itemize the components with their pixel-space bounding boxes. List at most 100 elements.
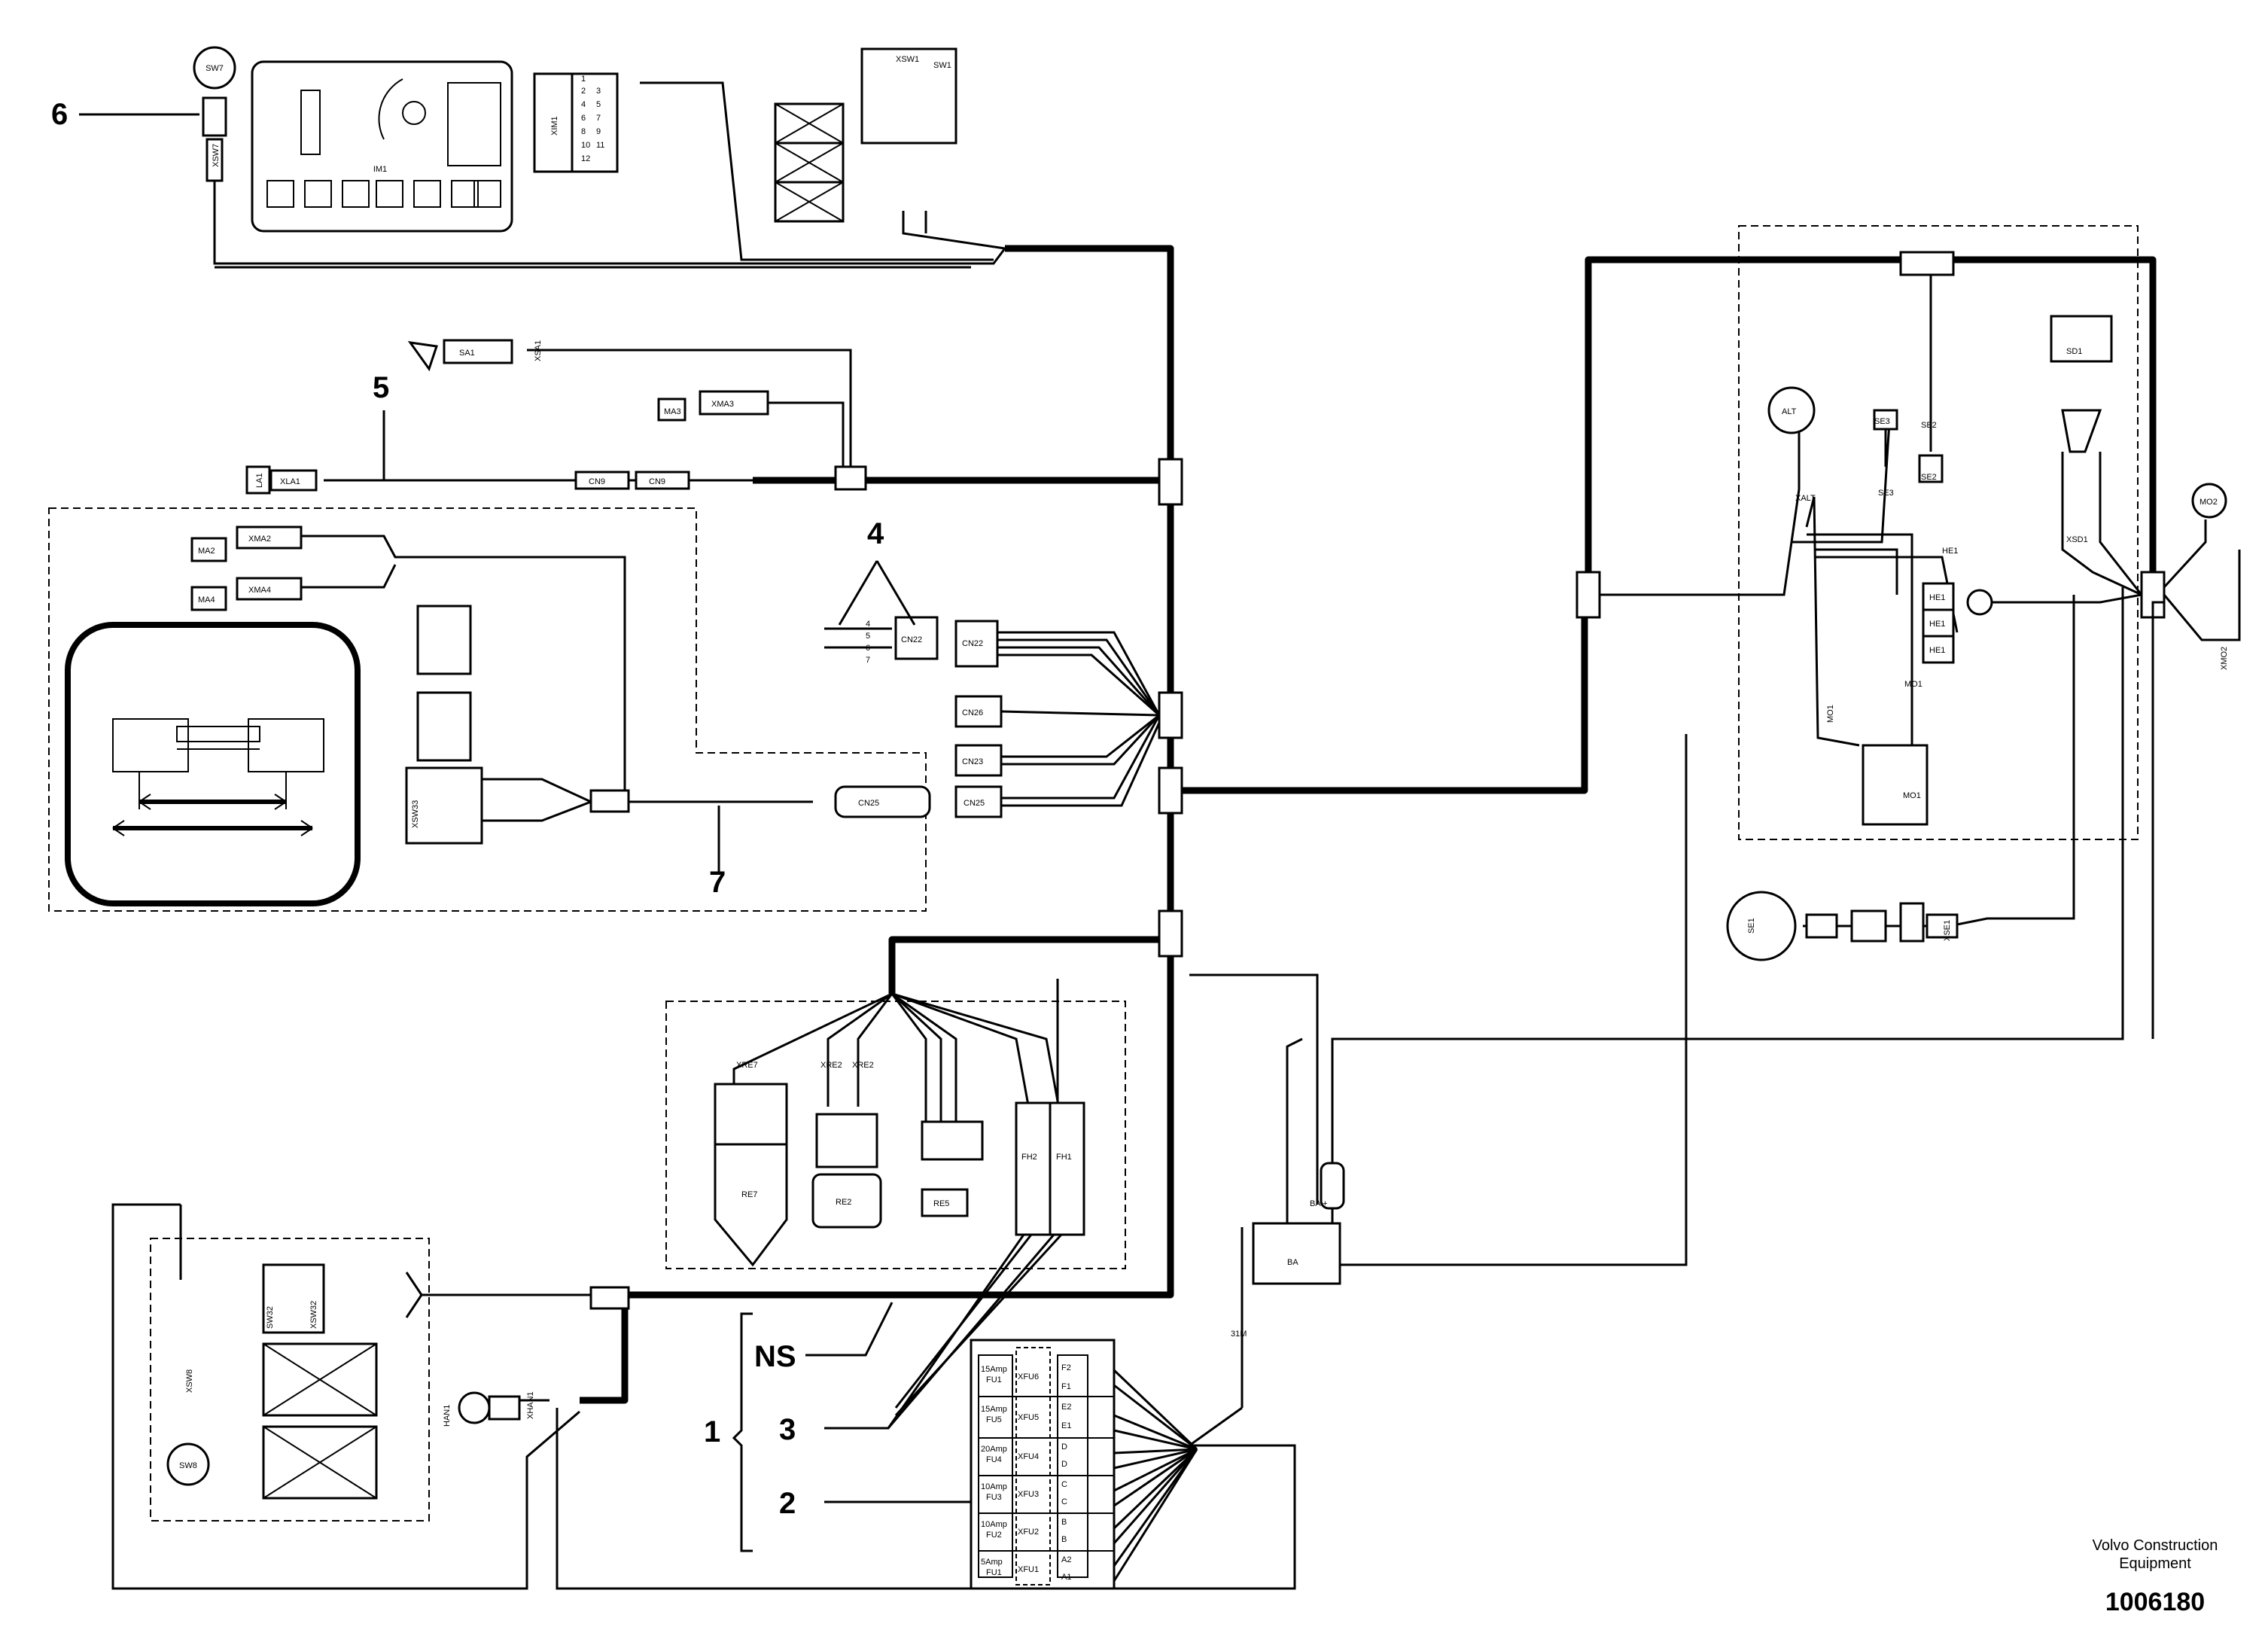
label-xsw1: XSW1: [896, 55, 919, 64]
fuse-pin: F2: [1061, 1363, 1071, 1372]
callout-2: 2: [779, 1487, 796, 1520]
label-mo1: MO1: [1903, 791, 1921, 800]
fuse-rating: 15Amp: [981, 1405, 1007, 1414]
label-baplus: BA +: [1310, 1199, 1328, 1208]
label-cn25: CN25: [964, 799, 985, 808]
cn22-pin: 6: [866, 644, 870, 653]
xim1-pin: 1: [581, 75, 586, 84]
label-xse1: XSE1: [1943, 920, 1952, 941]
label-he1c: HE1: [1929, 620, 1945, 629]
fuse-pin: E2: [1061, 1403, 1071, 1412]
fuse-id: FU4: [986, 1455, 1002, 1464]
xim1-pin: 2: [581, 87, 586, 96]
xim1-pin: 12: [581, 154, 590, 163]
xim1-pin: 10: [581, 141, 590, 150]
label-alt: ALT: [1782, 407, 1797, 416]
callout-leaders: [79, 113, 1055, 1552]
label-fh1: FH1: [1056, 1153, 1072, 1162]
label-mo2: MO2: [2200, 498, 2218, 507]
label-xma3: XMA3: [711, 400, 734, 409]
label-he1d: HE1: [1929, 646, 1945, 655]
label-he1a: HE1: [1942, 547, 1958, 556]
callout-5: 5: [373, 371, 389, 404]
xim1-pin: 11: [596, 141, 604, 150]
footer: Volvo Construction Equipment 1006180: [2080, 1537, 2230, 1617]
label-ma3: MA3: [664, 407, 681, 416]
fuse-pin: A1: [1061, 1573, 1071, 1582]
label-xla1: XLA1: [280, 477, 300, 486]
label-xsw33: XSW33: [411, 800, 420, 828]
xim1-pin: 6: [581, 114, 586, 123]
cn22-pin: 4: [866, 620, 870, 629]
label-xmo2: XMO2: [2220, 647, 2229, 670]
label-he1b: HE1: [1929, 593, 1945, 602]
label-xim1: XIM1: [550, 116, 559, 136]
label-xalt: XALT: [1795, 494, 1816, 503]
fuse-pin: D: [1061, 1442, 1067, 1451]
brand-name: Volvo Construction Equipment: [2092, 1537, 2218, 1572]
fuse-conn: XFU6: [1018, 1372, 1039, 1381]
mirror-heater-graphic: [112, 718, 324, 836]
label-ma4: MA4: [198, 596, 215, 605]
xim1-pin: 8: [581, 127, 586, 136]
label-sa1: SA1: [459, 349, 475, 358]
label-re7: RE7: [741, 1190, 757, 1199]
label-xcn22: CN22: [901, 635, 922, 644]
xim1-pin: 7: [596, 114, 601, 123]
thin-wires: [111, 81, 2241, 1590]
label-cn22: CN22: [962, 639, 983, 648]
label-xsd1: XSD1: [2066, 535, 2088, 544]
harness-tees: [589, 251, 2166, 1310]
document-number: 1006180: [2105, 1588, 2206, 1616]
label-fh2: FH2: [1021, 1153, 1037, 1162]
fuse-pin: F1: [1061, 1382, 1071, 1391]
label-xma2: XMA2: [248, 535, 271, 544]
fuse-pin: A2: [1061, 1555, 1071, 1564]
callout-1: 1: [704, 1415, 720, 1448]
label-sw1: SW1: [933, 61, 951, 70]
fuse-row: 10Amp FU3 XFU3 C C: [981, 1480, 1067, 1506]
fuse-rating: 15Amp: [981, 1365, 1007, 1374]
xim1-pin: 4: [581, 100, 586, 109]
label-xsw8: XSW8: [185, 1369, 194, 1393]
fuse-pin: D: [1061, 1460, 1067, 1469]
label-xre2b: XRE2: [852, 1061, 874, 1070]
label-sw8: SW8: [179, 1461, 197, 1470]
xim1-pin: 3: [596, 87, 601, 96]
label-mo1b: MO1: [1826, 705, 1835, 723]
cn22-pin: 5: [866, 632, 870, 641]
cn22-pin: 7: [866, 656, 870, 665]
label-la1: LA1: [255, 473, 264, 488]
label-cn9b: CN9: [649, 477, 665, 486]
callout-3: 3: [779, 1413, 796, 1446]
fuse-id: FU1: [986, 1568, 1002, 1577]
label-sd1: SD1: [2066, 347, 2082, 356]
label-hand: HAN1: [443, 1405, 452, 1427]
label-re2: RE2: [836, 1198, 851, 1207]
label-xma4: XMA4: [248, 586, 271, 595]
label-xre7: XRE7: [736, 1061, 758, 1070]
label-re5: RE5: [933, 1199, 949, 1208]
fuse-conn: XFU4: [1018, 1452, 1039, 1461]
label-xhand: XHAN1: [526, 1391, 535, 1419]
callout-7: 7: [709, 866, 726, 899]
fuse-rows: 15Amp FU1 XFU6 F2 F1 15Amp FU5 XFU5 E2 E…: [981, 1363, 1071, 1582]
callout-numbers: 6 5 4 7 NS 1 3 2: [51, 98, 884, 1520]
fuse-box-grid: [978, 1347, 1114, 1586]
fuse-rating: 5Amp: [981, 1558, 1003, 1567]
label-xsw32: XSW32: [309, 1301, 318, 1329]
fuse-conn: XFU5: [1018, 1413, 1039, 1422]
fuse-row: 10Amp FU2 XFU2 B B: [981, 1518, 1067, 1544]
label-cn9a: CN9: [589, 477, 605, 486]
component-shapes: [65, 46, 2227, 1590]
label-ma2: MA2: [198, 547, 215, 556]
fuse-pin: B: [1061, 1535, 1067, 1544]
label-xsw7: XSW7: [212, 144, 221, 167]
xim1-pin: 9: [596, 127, 601, 136]
label-31m: 31M: [1231, 1330, 1247, 1339]
component-labels: SW7 XSW7 IM1 XIM1 XSW1 SW1 SA1 XSA1 MA3 …: [179, 55, 2229, 1470]
cross-marks: [263, 103, 844, 1499]
label-xre2: XRE2: [820, 1061, 842, 1070]
label-im1: IM1: [373, 165, 387, 174]
